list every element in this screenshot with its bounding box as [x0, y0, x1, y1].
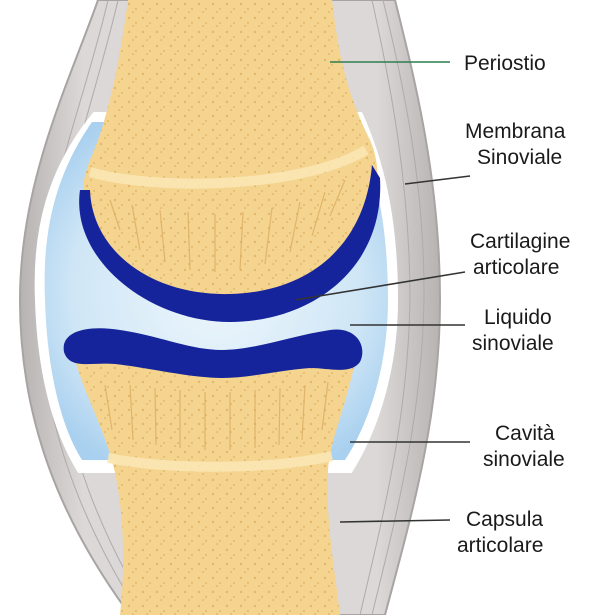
- label-cartilagine-line1: Cartilagine: [470, 230, 570, 253]
- label-liquido-line1: Liquido: [484, 306, 552, 329]
- label-cavita-line1: Cavità: [495, 422, 555, 445]
- label-cartilagine-line2: articolare: [473, 256, 559, 279]
- label-membrana-line2: Sinoviale: [477, 146, 562, 169]
- label-liquido-line2: sinoviale: [472, 332, 554, 355]
- label-periostio: Periostio: [464, 52, 546, 75]
- label-capsula-line1: Capsula: [466, 508, 543, 531]
- label-capsula-line2: articolare: [457, 534, 543, 557]
- label-membrana-line1: Membrana: [465, 120, 566, 143]
- label-cavita-line2: sinoviale: [483, 448, 565, 471]
